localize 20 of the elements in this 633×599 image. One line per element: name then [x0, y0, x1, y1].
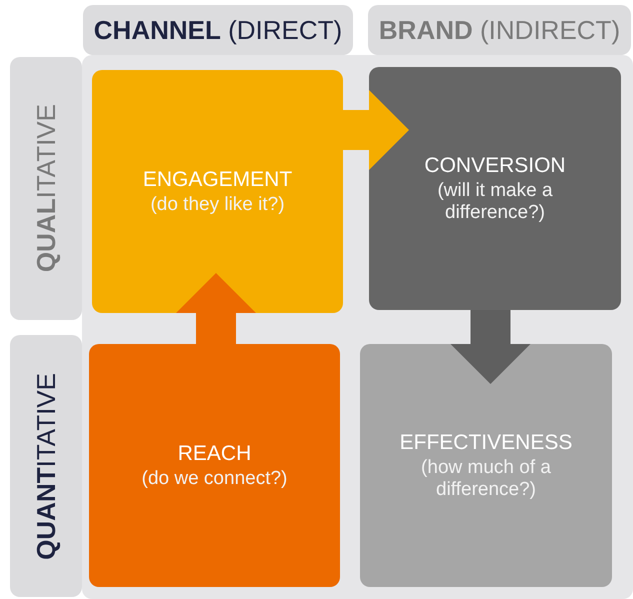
quadrant-title: ENGAGEMENT	[142, 168, 292, 192]
quadrant-title: REACH	[178, 442, 252, 466]
row-header	[10, 335, 82, 597]
quadrant-title: EFFECTIVENESS	[400, 430, 572, 454]
quadrant-box	[360, 344, 612, 587]
column-header	[83, 5, 353, 55]
quadrant-box	[89, 344, 340, 587]
column-header	[368, 5, 631, 55]
header-label: BRAND (INDIRECT)	[378, 14, 620, 46]
header-label: QUALITATIVE	[30, 104, 62, 273]
quadrant-question: (do we connect?)	[140, 468, 288, 490]
quadrant-question: (how much of a difference?)	[420, 456, 552, 500]
quadrant-title: CONVERSION	[424, 154, 566, 178]
quadrant-box	[369, 67, 621, 310]
quadrant-box	[92, 70, 343, 313]
quadrant-question: (will it make a difference?)	[436, 180, 554, 224]
header-label: CHANNEL (DIRECT)	[94, 14, 342, 46]
header-label: QUANTITATIVE	[30, 372, 62, 560]
quadrant-question: (do they like it?)	[149, 194, 286, 216]
row-header	[10, 57, 82, 320]
